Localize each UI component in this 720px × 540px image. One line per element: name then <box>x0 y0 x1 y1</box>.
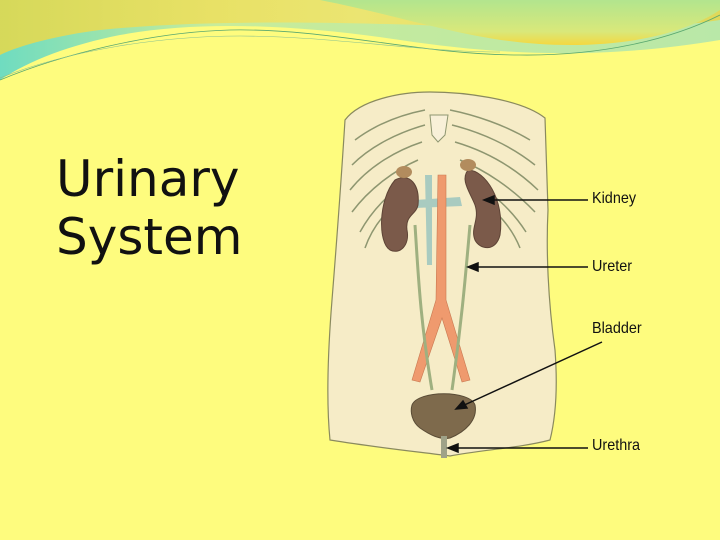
vena-cava <box>415 175 462 265</box>
ureter-left <box>413 224 434 391</box>
kidney-right <box>464 169 502 249</box>
slide-title: Urinary System <box>56 150 242 266</box>
label-ureter: Ureter <box>592 258 633 275</box>
label-arrows <box>445 194 603 454</box>
title-line-2: System <box>56 208 243 266</box>
label-kidney: Kidney <box>592 190 637 207</box>
adrenal-left <box>396 166 412 178</box>
sternum <box>429 114 449 143</box>
label-urethra: Urethra <box>592 437 641 454</box>
rib-cage-left <box>349 109 426 249</box>
title-line-1: Urinary <box>56 150 240 208</box>
urethra <box>441 436 447 458</box>
adrenal-right <box>460 159 476 171</box>
decorative-wave-header <box>0 0 720 100</box>
urinary-system-diagram <box>327 91 603 458</box>
kidney-left <box>381 177 419 252</box>
ureter-right <box>450 224 472 391</box>
label-bladder: Bladder <box>592 320 642 337</box>
